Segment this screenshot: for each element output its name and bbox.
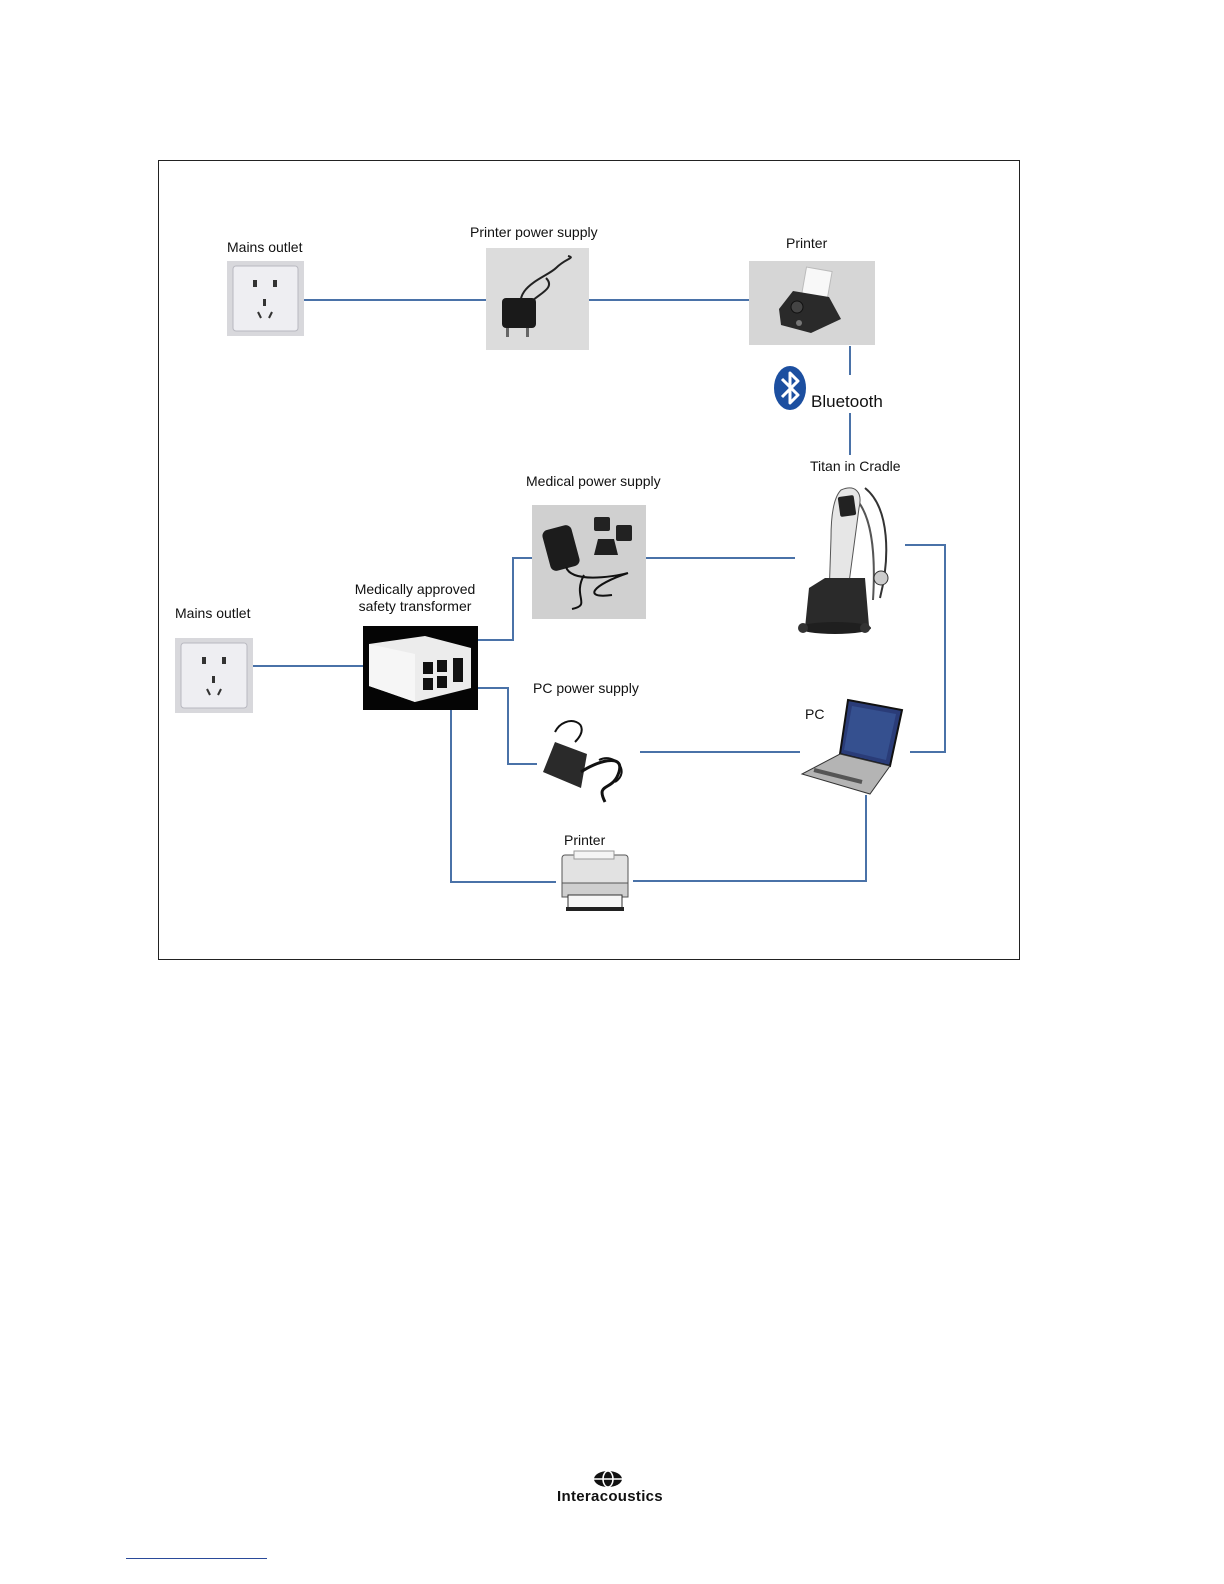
label-printer-power-supply: Printer power supply — [470, 224, 598, 241]
wire-transformer-to-pc-psu — [478, 688, 537, 764]
power-adapter-icon — [532, 505, 646, 619]
label-transformer-line2: safety transformer — [355, 598, 476, 615]
brand-name: Interacoustics — [540, 1488, 680, 1505]
transformer-icon — [363, 626, 478, 710]
interacoustics-logo-icon — [540, 1470, 680, 1490]
label-mains-outlet-top: Mains outlet — [227, 239, 302, 256]
wire-transformer-to-medical-psu — [478, 558, 532, 640]
label-mains-outlet-bottom: Mains outlet — [175, 605, 250, 622]
wire-titan-to-pc — [905, 545, 945, 752]
footer-logo: Interacoustics — [540, 1470, 680, 1510]
titan-cradle-icon — [795, 478, 907, 644]
label-printer-bottom: Printer — [564, 832, 605, 849]
label-transformer-line1: Medically approved — [355, 581, 476, 598]
bluetooth-icon — [772, 365, 808, 411]
power-adapter-icon — [535, 712, 640, 804]
label-transformer: Medically approved safety transformer — [355, 581, 476, 615]
label-printer-top: Printer — [786, 235, 827, 252]
wire-printer-to-pc — [633, 795, 866, 881]
power-adapter-icon — [486, 248, 589, 350]
footer-rule — [126, 1558, 267, 1559]
label-pc-power-supply: PC power supply — [533, 680, 639, 697]
thermal-printer-icon — [749, 261, 875, 345]
label-bluetooth: Bluetooth — [811, 393, 883, 410]
wall-socket-icon — [175, 638, 253, 713]
laptop-icon — [800, 694, 910, 796]
label-medical-power-supply: Medical power supply — [526, 473, 661, 490]
laser-printer-icon — [556, 849, 633, 913]
wall-socket-icon — [227, 261, 304, 336]
label-titan-in-cradle: Titan in Cradle — [810, 458, 901, 475]
